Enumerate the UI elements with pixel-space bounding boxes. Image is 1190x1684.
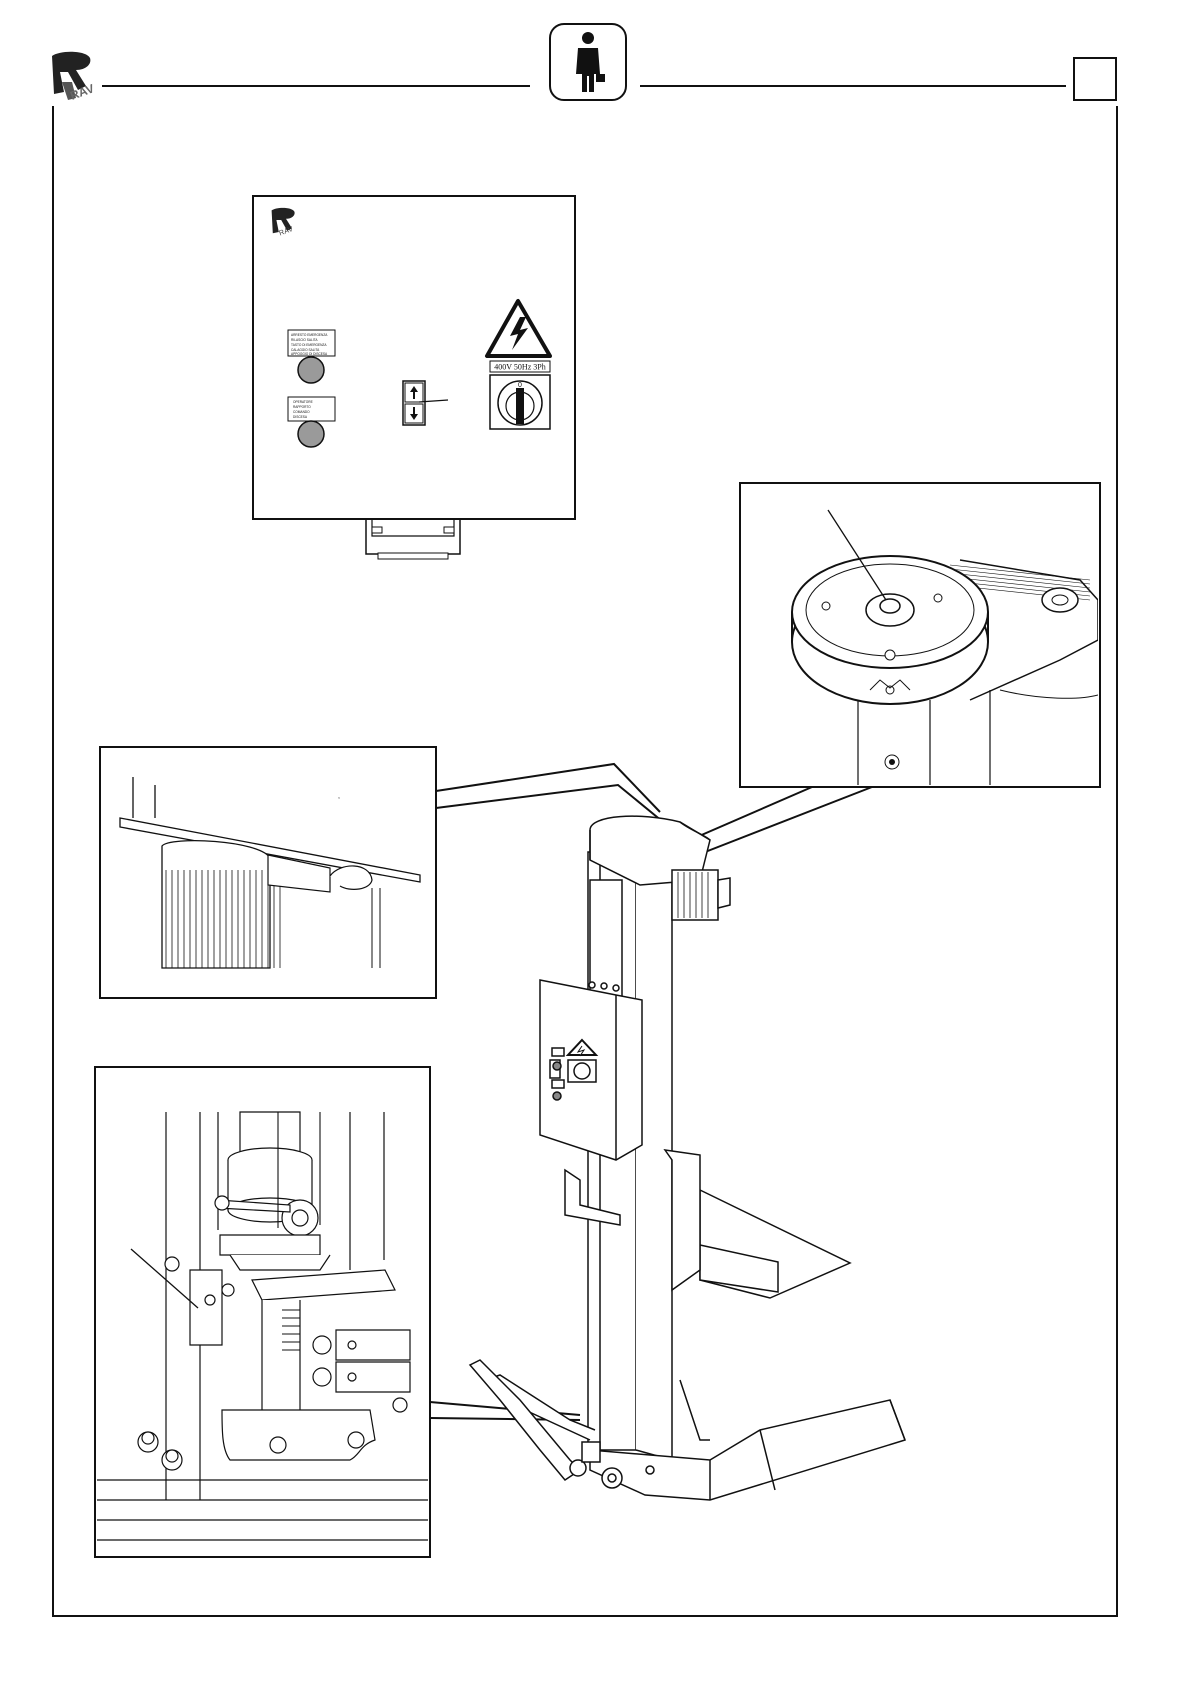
svg-text:ARRESTO EMERGENZA: ARRESTO EMERGENZA bbox=[291, 333, 328, 337]
svg-text:,: , bbox=[338, 793, 340, 800]
svg-text:RILASCIO SALITA: RILASCIO SALITA bbox=[291, 338, 318, 342]
mobile-column-lift bbox=[470, 816, 905, 1500]
svg-text:OPERATORE: OPERATORE bbox=[293, 400, 313, 404]
main-switch: 0 bbox=[490, 375, 550, 429]
page-number-box bbox=[1074, 58, 1116, 100]
svg-text:DISCESA: DISCESA bbox=[293, 415, 308, 419]
svg-text:RAPPORTO: RAPPORTO bbox=[293, 405, 311, 409]
selector-mark: 0 bbox=[518, 382, 522, 389]
emergency-button bbox=[298, 357, 324, 383]
person-with-briefcase-icon bbox=[550, 24, 626, 100]
column-top-detail: , bbox=[100, 747, 436, 998]
voltage-plate-text: 400V 50Hz 3Ph bbox=[494, 363, 545, 372]
svg-text:APPOGGIO DI DISCESA: APPOGGIO DI DISCESA bbox=[291, 352, 328, 356]
rav-logo-icon: RAV bbox=[52, 52, 96, 103]
pulley-detail bbox=[740, 483, 1100, 787]
carriage-safety-detail bbox=[95, 1067, 430, 1557]
svg-text:COMANDO: COMANDO bbox=[293, 410, 310, 414]
down-button bbox=[298, 421, 324, 447]
control-panel-inset: RAV ARRESTO EMERGENZA RILASCIO SALITA TA… bbox=[253, 196, 575, 559]
svg-text:TASTO DI EMERGENZA: TASTO DI EMERGENZA bbox=[291, 343, 327, 347]
